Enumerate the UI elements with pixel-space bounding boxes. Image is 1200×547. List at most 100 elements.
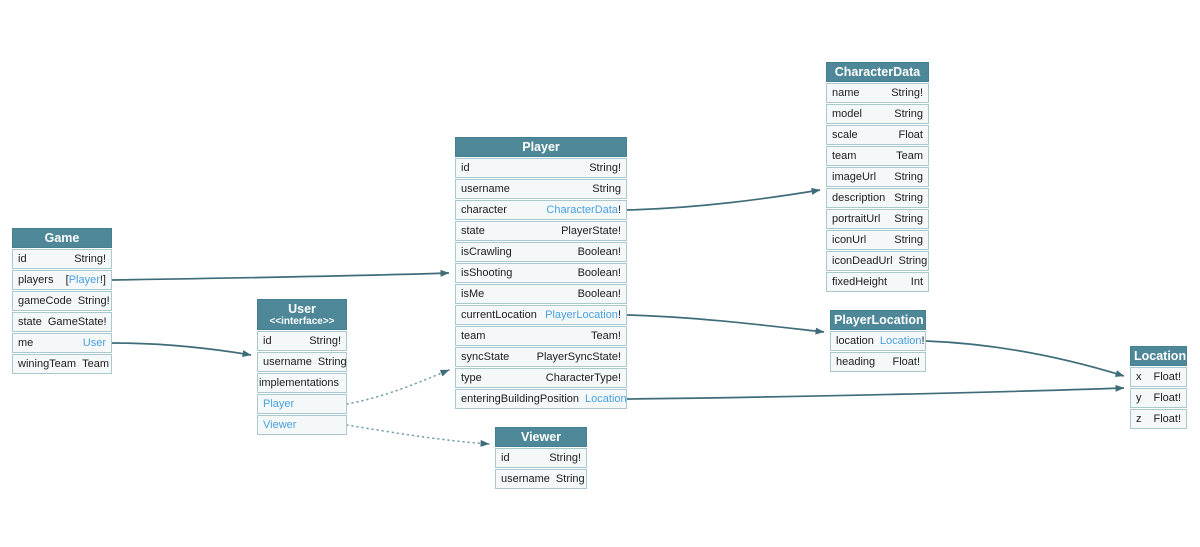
table-title: CharacterData xyxy=(834,65,921,79)
type-text: [ xyxy=(65,274,69,286)
table-subtitle: <<interface>> xyxy=(269,316,335,327)
table-header[interactable]: User<<interface>> xyxy=(257,299,347,330)
field-name: team xyxy=(461,330,486,342)
type-text: Team xyxy=(896,150,923,162)
type-name-link[interactable]: Location xyxy=(585,393,627,405)
table-header[interactable]: PlayerLocation xyxy=(830,310,926,330)
type-name-link[interactable]: CharacterData xyxy=(546,204,618,216)
field-row-scale[interactable]: scale Float xyxy=(826,125,929,145)
table-title: PlayerLocation xyxy=(834,313,924,327)
field-type: String xyxy=(894,191,923,205)
field-row-Viewer[interactable]: Viewer xyxy=(257,415,347,435)
type-name-link[interactable]: User xyxy=(82,337,106,349)
table-header[interactable]: CharacterData xyxy=(826,62,929,82)
field-name: team xyxy=(832,150,857,162)
field-type: Float xyxy=(899,128,923,142)
type-name-link[interactable]: PlayerLocation xyxy=(545,309,618,321)
field-row-gameCode[interactable]: gameCode String! xyxy=(12,291,112,311)
field-type: User xyxy=(83,336,106,350)
table-header[interactable]: Player xyxy=(455,137,627,157)
field-type: Location xyxy=(585,392,627,406)
field-type: Team xyxy=(82,357,109,371)
field-name: isShooting xyxy=(461,267,513,279)
field-type: PlayerState! xyxy=(561,224,621,238)
table-header[interactable]: Game xyxy=(12,228,112,248)
field-name: name xyxy=(832,87,860,99)
field-type: String! xyxy=(891,86,923,100)
type-text: !] xyxy=(99,274,106,286)
field-type: Float! xyxy=(1153,370,1181,384)
field-type: Location! xyxy=(880,334,925,348)
field-row-team[interactable]: team Team xyxy=(826,146,929,166)
type-text: String xyxy=(894,234,923,246)
field-name: portraitUrl xyxy=(832,213,881,225)
field-name: id xyxy=(461,162,470,174)
type-text: Float xyxy=(898,129,923,141)
field-name: imageUrl xyxy=(832,171,877,183)
implementation-type-link[interactable]: Player xyxy=(263,398,295,410)
field-row-implementations[interactable]: implementations xyxy=(257,373,347,393)
type-name-link[interactable]: Location xyxy=(879,335,922,347)
field-row-Player[interactable]: Player xyxy=(257,394,347,414)
field-type: Int xyxy=(911,275,923,289)
table-header[interactable]: Viewer xyxy=(495,427,587,447)
implementation-type-link[interactable]: Viewer xyxy=(263,419,297,431)
field-type: String xyxy=(894,233,923,247)
field-type: CharacterData! xyxy=(546,203,621,217)
field-row-id[interactable]: id String! xyxy=(455,158,627,178)
type-name-link[interactable]: Player xyxy=(68,274,100,286)
table-title: User xyxy=(288,302,316,316)
type-text: ! xyxy=(617,204,621,216)
type-text: String! xyxy=(589,162,621,174)
field-name: gameCode xyxy=(18,295,72,307)
type-text: Int xyxy=(910,276,923,288)
field-type: CharacterType! xyxy=(546,371,621,385)
table-header[interactable]: Location xyxy=(1130,346,1187,366)
field-type: String! xyxy=(78,294,110,308)
field-name: scale xyxy=(832,129,858,141)
field-row-players[interactable]: players[Player!] xyxy=(12,270,112,290)
type-text: String! xyxy=(549,452,581,464)
field-type: String! xyxy=(549,451,581,465)
field-row-name[interactable]: name String! xyxy=(826,83,929,103)
